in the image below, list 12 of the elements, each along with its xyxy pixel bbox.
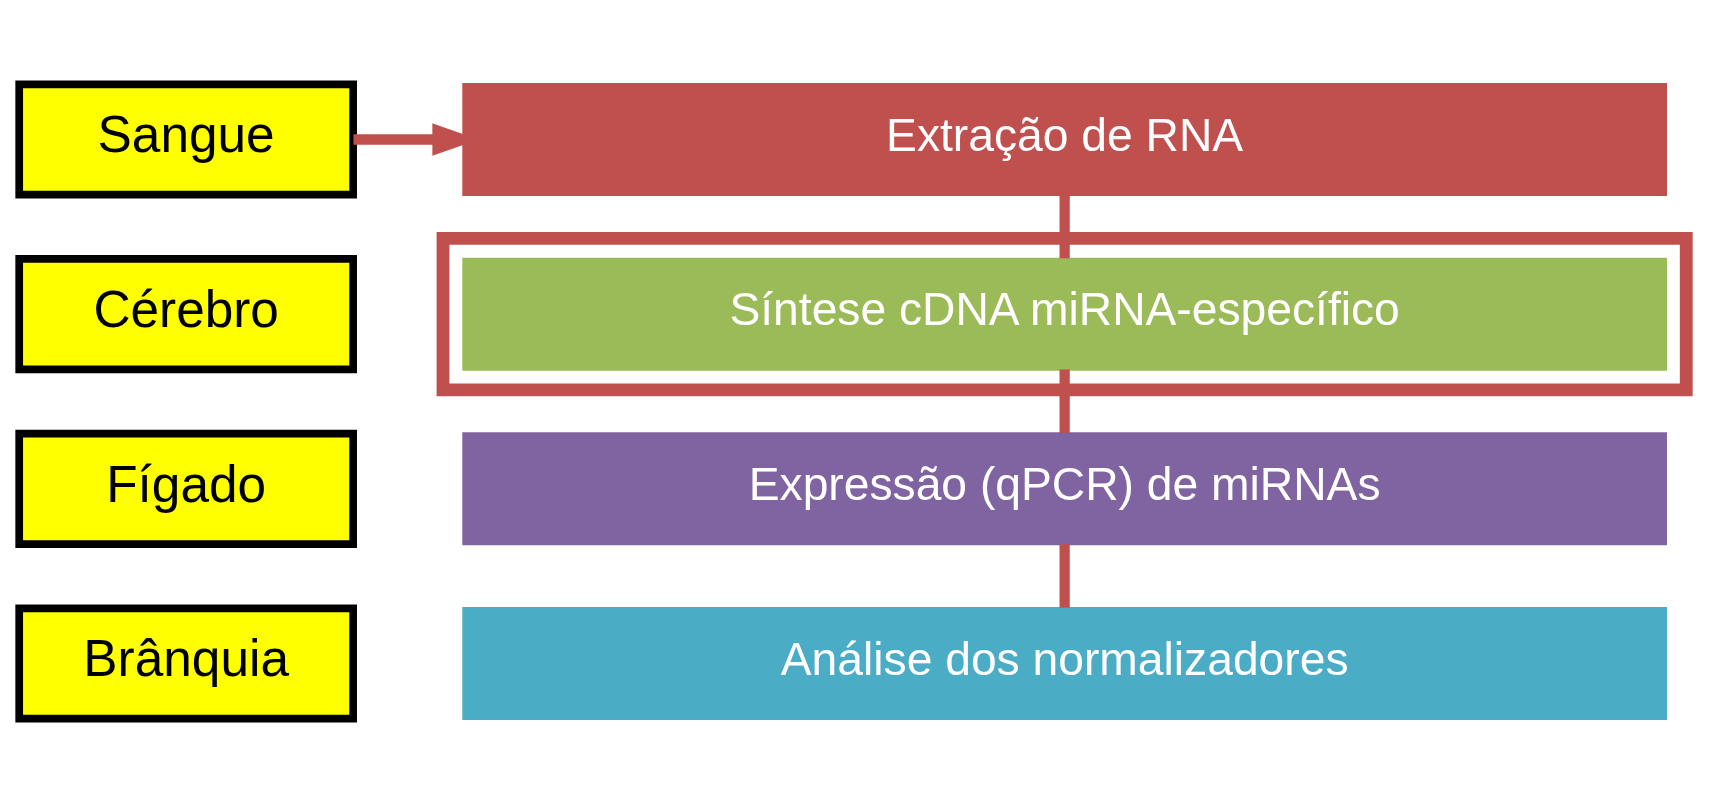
connector xyxy=(1059,369,1070,433)
node-box: Análise dos normalizadores xyxy=(462,607,1667,720)
cluster xyxy=(436,231,1693,397)
connector xyxy=(1059,544,1070,608)
node-box: Extração de RNA xyxy=(462,83,1667,196)
node-box: Brânquia xyxy=(15,604,357,723)
connector xyxy=(1059,194,1070,259)
node-box: Sangue xyxy=(15,80,357,199)
node-box: Síntese cDNA miRNA-específico xyxy=(462,257,1667,371)
node-box: Expressão (qPCR) de miRNAs xyxy=(462,432,1667,546)
node-box: Cérebro xyxy=(15,255,357,374)
node-box: Fígado xyxy=(15,429,357,548)
